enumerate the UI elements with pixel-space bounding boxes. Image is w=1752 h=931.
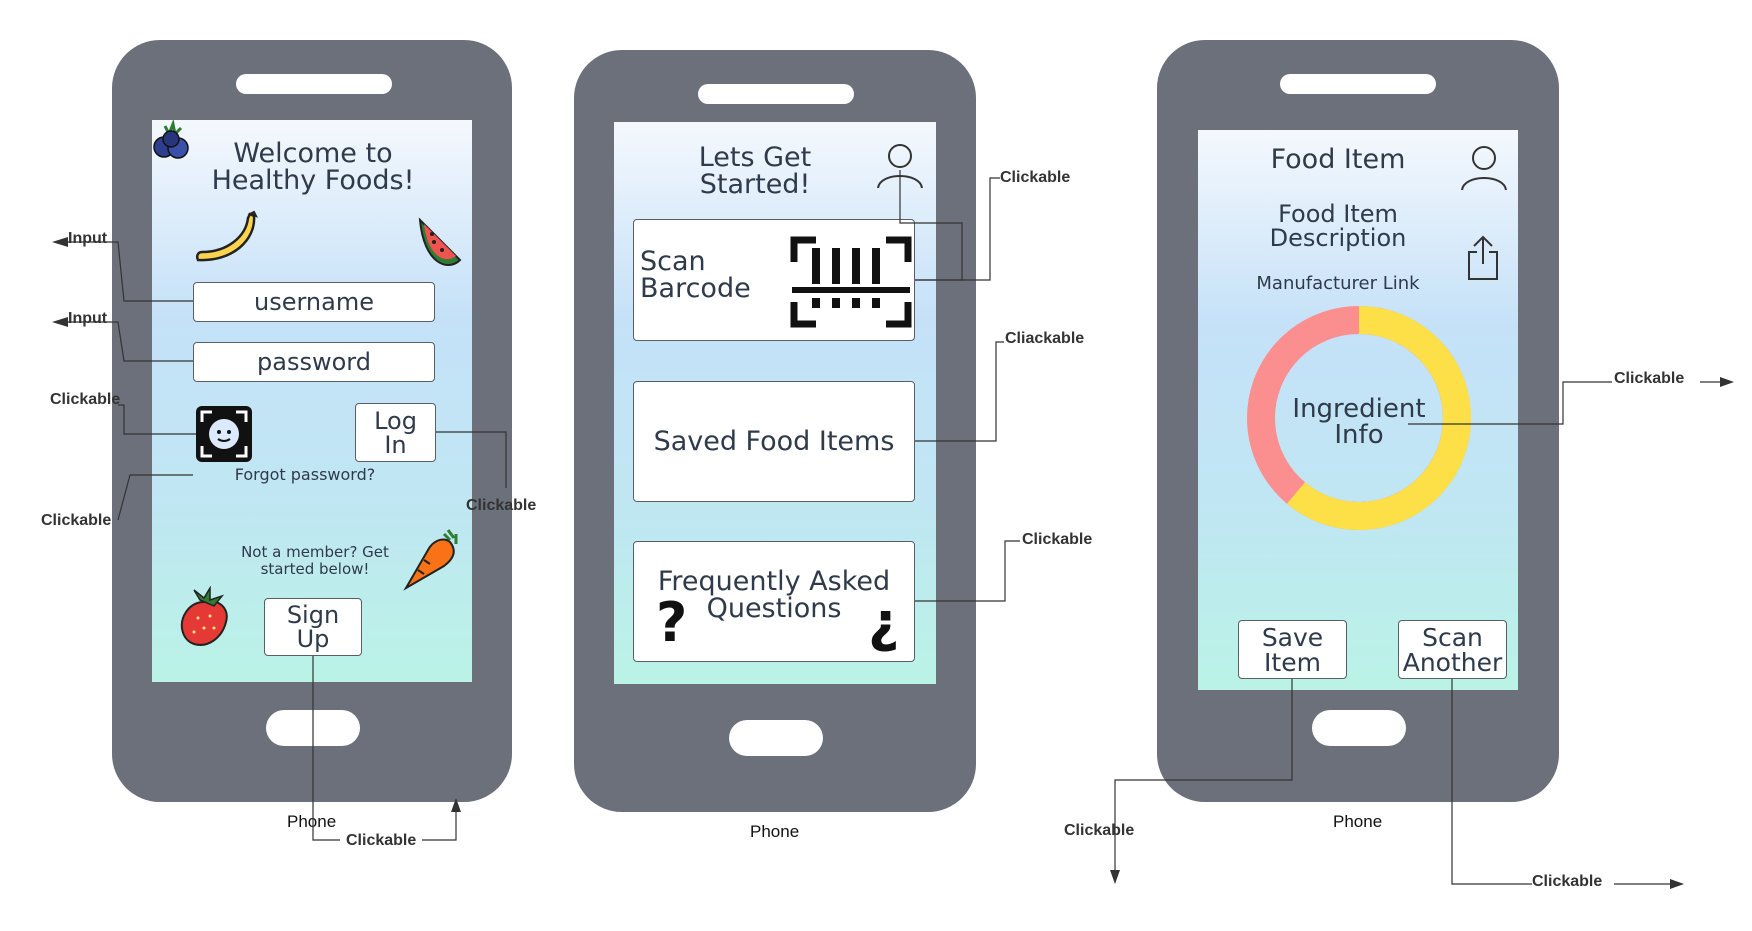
save-label-line1: Save	[1261, 622, 1324, 652]
desc-line1: Food Item	[1278, 200, 1398, 228]
annotation-cliackable-saved: Cliackable	[1005, 330, 1085, 347]
manufacturer-link[interactable]: Manufacturer Link	[1256, 273, 1420, 294]
not-member-text: Not a member? Get started below!	[220, 544, 410, 577]
annotation-input-password: Input	[68, 310, 108, 327]
food-item-title: Food Item	[1270, 144, 1406, 175]
annotation-input-username: Input	[68, 230, 108, 247]
annotation-clickable-login: Clickable	[466, 497, 537, 514]
scan-barcode-label: Scan Barcode	[640, 248, 751, 302]
desc-line2: Description	[1269, 224, 1407, 252]
phone-2-home-button	[729, 720, 823, 756]
phone-2-speaker	[698, 84, 854, 104]
not-member-line2: started below!	[260, 559, 370, 578]
login-label-line1: Log	[374, 406, 417, 435]
forgot-password-link[interactable]: Forgot password?	[234, 465, 376, 484]
ingredient-line2: Info	[1334, 420, 1384, 450]
phone-1-speaker	[236, 74, 392, 94]
ingredient-info-label: Ingredient Info	[1264, 396, 1454, 448]
username-input[interactable]: username	[193, 282, 435, 322]
blueberry-icon	[153, 120, 189, 159]
annotation-clickable-forgot: Clickable	[41, 512, 112, 529]
user-icon[interactable]	[1460, 144, 1508, 192]
phone-3-home-button	[1312, 710, 1406, 746]
started-title-line2: Started!	[699, 169, 811, 200]
phone-1-screen	[152, 120, 472, 682]
signup-button[interactable]: Sign Up	[264, 598, 362, 656]
signup-label-line2: Up	[296, 625, 330, 653]
food-item-description: Food Item Description	[1233, 202, 1443, 250]
scan-another-line2: Another	[1402, 647, 1503, 677]
inverted-question-mark-icon: ¿	[868, 591, 900, 654]
question-mark-icon: ?	[656, 591, 688, 654]
scan-barcode-button[interactable]: Scan Barcode	[633, 219, 915, 341]
banana-icon	[195, 210, 258, 262]
welcome-title-line2: Healthy Foods!	[211, 165, 415, 196]
lets-get-started-title: Lets Get Started!	[650, 144, 860, 198]
annotation-clickable-save: Clickable	[1064, 822, 1135, 839]
annotation-clickable-face: Clickable	[50, 391, 121, 408]
annotation-clickable-signup: Clickable	[346, 832, 417, 849]
faq-label-line2: Questions	[706, 593, 842, 624]
ingredient-donut-chart[interactable]	[1246, 305, 1472, 531]
watermelon-icon	[418, 217, 462, 266]
signup-label-line1: Sign	[286, 601, 340, 629]
annotation-clickable-profile: Clickable	[1000, 169, 1071, 186]
scan-label-line1: Scan	[640, 246, 706, 277]
ingredient-line1: Ingredient	[1292, 394, 1426, 424]
welcome-title: Welcome to Healthy Foods!	[188, 140, 438, 194]
scan-another-button[interactable]: Scan Another	[1398, 620, 1507, 679]
save-item-button[interactable]: Save Item	[1238, 620, 1347, 679]
scan-another-line1: Scan	[1422, 622, 1483, 652]
annotation-clickable-scan-another: Clickable	[1532, 873, 1603, 890]
save-label-line2: Item	[1264, 647, 1321, 677]
scan-label-line2: Barcode	[640, 273, 751, 304]
faq-button[interactable]: Frequently Asked Questions ? ¿	[633, 541, 915, 662]
started-title-line1: Lets Get	[698, 142, 812, 173]
share-icon[interactable]	[1466, 234, 1500, 282]
strawberry-icon	[180, 586, 228, 646]
phone-3-speaker	[1280, 74, 1436, 94]
barcode-icon	[790, 236, 912, 328]
face-id-icon[interactable]	[196, 406, 252, 462]
phone-1-label: Phone	[287, 812, 337, 831]
login-button[interactable]: Log In	[355, 403, 436, 462]
faq-label-line1: Frequently Asked	[657, 566, 891, 597]
phone-2-label: Phone	[750, 822, 800, 841]
faq-label: Frequently Asked Questions	[634, 568, 914, 622]
phone-3-label: Phone	[1333, 812, 1383, 831]
not-member-line1: Not a member? Get	[241, 543, 389, 561]
saved-food-items-button[interactable]: Saved Food Items	[633, 381, 915, 502]
annotation-clickable-faq: Clickable	[1022, 531, 1093, 548]
welcome-title-line1: Welcome to	[233, 138, 393, 169]
annotation-clickable-ingredient: Clickable	[1614, 370, 1685, 387]
login-label-line2: In	[384, 430, 407, 459]
password-input[interactable]: password	[193, 342, 435, 382]
carrot-icon	[403, 529, 458, 591]
